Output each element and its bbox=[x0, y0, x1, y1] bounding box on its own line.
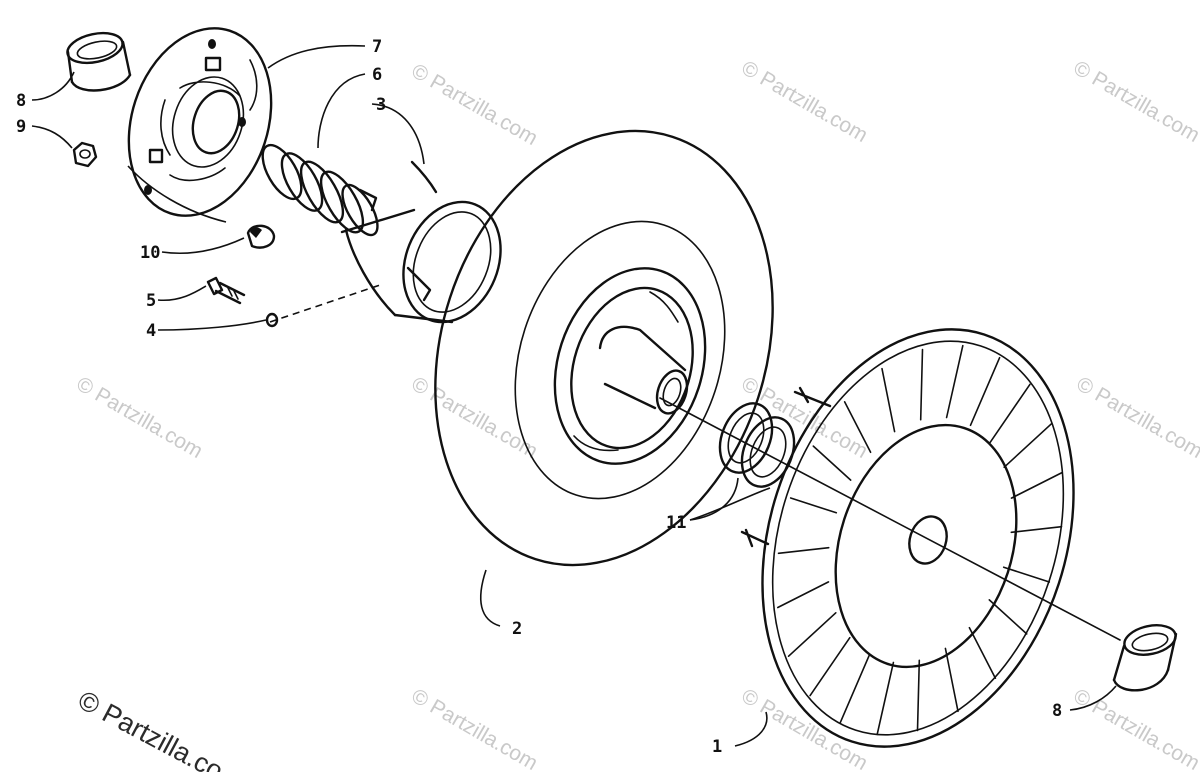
sheave-ribs bbox=[776, 344, 1063, 736]
sheave-rib bbox=[919, 348, 924, 421]
sheave-rib bbox=[968, 626, 997, 680]
sheave-rib bbox=[944, 647, 959, 713]
sheave-rib bbox=[809, 636, 851, 697]
callout-1: 1 bbox=[712, 737, 722, 757]
washer-part-4 bbox=[265, 312, 279, 328]
sheave-rib bbox=[843, 400, 872, 454]
watermark-corner-text: © Partzilla.co bbox=[73, 685, 228, 772]
leader-lines bbox=[31, 44, 1117, 747]
callout-10: 10 bbox=[140, 243, 160, 263]
button-part-10 bbox=[246, 224, 276, 249]
cam-housing-part-3 bbox=[340, 160, 502, 324]
callout-6: 6 bbox=[372, 65, 382, 85]
sheave-rib bbox=[969, 356, 1001, 427]
callout-2: 2 bbox=[512, 619, 522, 639]
sheave-rib bbox=[916, 659, 921, 732]
watermark-group: © Partzilla.com © Partzilla.com © Partzi… bbox=[73, 56, 1200, 772]
sheave-rib bbox=[776, 581, 830, 609]
sheave-rib bbox=[1010, 525, 1063, 534]
sheave-rib bbox=[881, 367, 896, 433]
watermark-text: © Partzilla.com bbox=[408, 59, 542, 150]
callout-11: 11 bbox=[666, 513, 686, 533]
sheave-rib bbox=[839, 653, 871, 724]
sheave-rib bbox=[945, 344, 964, 419]
watermark-text: © Partzilla.com bbox=[408, 372, 542, 463]
callout-4: 4 bbox=[146, 321, 156, 341]
sheave-rib bbox=[777, 546, 830, 555]
callout-7: 7 bbox=[372, 37, 382, 57]
axis-line bbox=[659, 397, 1121, 641]
watermark-text: © Partzilla.com bbox=[1070, 56, 1200, 147]
callout-5: 5 bbox=[146, 291, 156, 311]
sheave-rib bbox=[1010, 471, 1063, 499]
watermark-text: © Partzilla.com bbox=[73, 372, 207, 463]
nut-part-9 bbox=[72, 141, 98, 168]
bolt-part-5 bbox=[206, 276, 246, 305]
callout-3: 3 bbox=[376, 95, 386, 115]
bushing-part-8-lower bbox=[1112, 624, 1178, 692]
callout-8-lower: 8 bbox=[1052, 701, 1062, 721]
sheave-rib bbox=[1002, 566, 1051, 583]
watermark-text: © Partzilla.com bbox=[1073, 372, 1200, 463]
sheave-rib bbox=[787, 611, 837, 658]
bushing-part-8 bbox=[66, 31, 132, 92]
watermark-text: © Partzilla.com bbox=[738, 56, 872, 147]
callout-9: 9 bbox=[16, 117, 26, 137]
fixed-sheave-part-1 bbox=[740, 328, 1075, 748]
spring-part-6 bbox=[261, 143, 379, 237]
cam-plate-part-7 bbox=[127, 27, 273, 217]
callout-labels: 8 9 7 6 3 10 5 4 2 11 1 8 bbox=[16, 37, 1062, 757]
sheave-rib bbox=[876, 661, 895, 736]
axis-line bbox=[269, 284, 381, 323]
callout-8: 8 bbox=[16, 91, 26, 111]
sheave-rib bbox=[812, 445, 852, 481]
sheave-part-2 bbox=[434, 129, 774, 567]
sheave-rib bbox=[988, 599, 1028, 635]
watermark-text: © Partzilla.com bbox=[1070, 684, 1200, 772]
sheave-rib bbox=[989, 383, 1031, 444]
sheave-rib bbox=[789, 497, 838, 514]
sheave-rib bbox=[1003, 422, 1053, 469]
watermark-text: © Partzilla.com bbox=[408, 684, 542, 772]
